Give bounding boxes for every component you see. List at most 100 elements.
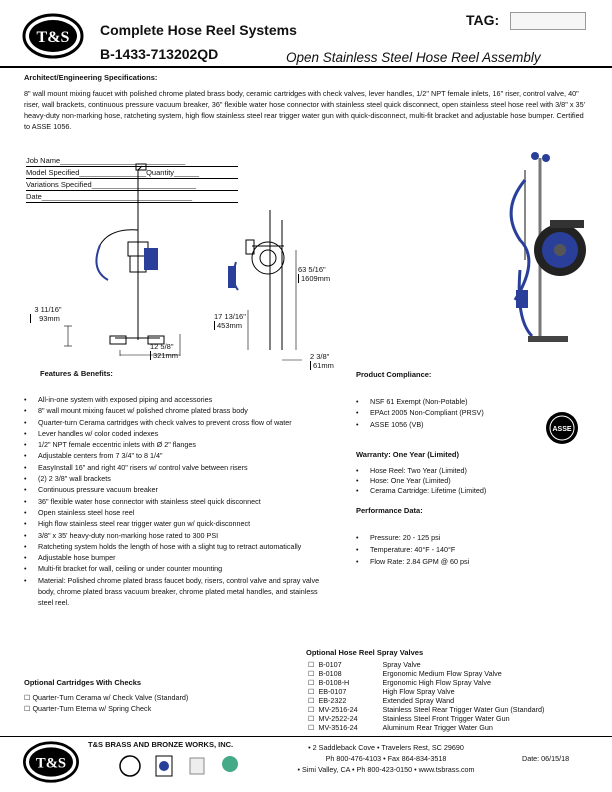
checkbox-icon[interactable]: ☐ <box>308 696 315 705</box>
footer-rule <box>0 736 612 737</box>
features-heading: Features & Benefits: <box>40 369 113 378</box>
cartridges-list: ☐ Quarter-Turn Cerama w/ Check Valve (St… <box>24 693 284 714</box>
model-specified-field[interactable]: Model Specified________________Quantity_… <box>26 167 238 179</box>
cartridge-label: Quarter-Turn Eterna w/ Spring Check <box>32 703 152 713</box>
compliance-list: NSF 61 Exempt (Non-Potable)EPAct 2005 No… <box>356 396 556 430</box>
valve-part-number: B-0107 <box>318 660 342 669</box>
valve-row[interactable]: ☐MV-2516-24 Stainless Steel Rear Trigger … <box>306 705 546 714</box>
valve-description: Stainless Steel Rear Trigger Water Gun (… <box>382 705 545 714</box>
dim-height: 63 5/16" 1609mm <box>298 265 338 283</box>
product-render <box>509 152 586 342</box>
phone-line-1: Ph 800-476-4103 • Fax 864-834-3518 <box>325 754 447 763</box>
cartridge-option[interactable]: ☐ Quarter-Turn Eterna w/ Spring Check <box>24 704 284 715</box>
checkbox-icon[interactable]: ☐ <box>308 678 315 687</box>
list-item: Temperature: 40°F - 140°F <box>356 544 576 556</box>
cartridge-option[interactable]: ☐ Quarter-Turn Cerama w/ Check Valve (St… <box>24 693 284 704</box>
asse-badge-text: ASSE <box>552 426 571 433</box>
valve-row[interactable]: ☐B-0108-H Ergonomic High Flow Spray Valve <box>306 678 546 687</box>
dim-mm: 1609mm <box>298 274 338 283</box>
dim-mm: 93mm <box>30 314 66 323</box>
valve-row[interactable]: ☐EB-0107 High Flow Spray Valve <box>306 687 546 696</box>
valve-part-number: MV-3516-24 <box>318 723 358 732</box>
date-field[interactable]: Date____________________________________ <box>26 191 238 203</box>
cartridges-heading: Optional Cartridges With Checks <box>24 678 142 687</box>
list-item: Ratcheting system holds the length of ho… <box>24 541 330 553</box>
performance-list: Pressure: 20 - 125 psiTemperature: 40°F … <box>356 532 576 568</box>
checkbox-icon[interactable]: ☐ <box>308 660 315 669</box>
list-item: All-in-one system with exposed piping an… <box>24 394 330 406</box>
checkbox-icon[interactable]: ☐ <box>24 703 33 713</box>
list-item: (2) 2 3/8" wall brackets <box>24 473 330 485</box>
page-subtitle: Open Stainless Steel Hose Reel Assembly <box>286 50 541 65</box>
list-item: Adjustable hose bumper <box>24 552 330 564</box>
list-item: Flow Rate: 2.84 GPM @ 60 psi <box>356 556 576 568</box>
performance-heading: Performance Data: <box>356 506 423 515</box>
list-item: Quarter-turn Cerama cartridges with chec… <box>24 417 330 429</box>
specs-heading: Architect/Engineering Specifications: <box>24 73 158 82</box>
valve-description: High Flow Spray Valve <box>382 687 455 696</box>
footer-logo: T&S <box>23 741 79 783</box>
valve-description: Ergonomic Medium Flow Spray Valve <box>382 669 502 678</box>
valve-row[interactable]: ☐MV-2522-24 Stainless Steel Front Trigger… <box>306 714 546 723</box>
warranty-list: Hose Reel: Two Year (Limited)Hose: One Y… <box>356 466 576 496</box>
list-item: Hose: One Year (Limited) <box>356 476 576 486</box>
dim-wall-bracket: 3 11/16" 93mm <box>30 305 66 323</box>
list-item: ASSE 1056 (VB) <box>356 419 556 431</box>
list-item: NSF 61 Exempt (Non-Potable) <box>356 396 556 408</box>
valves-heading: Optional Hose Reel Spray Valves <box>306 648 424 657</box>
checkbox-icon[interactable]: ☐ <box>308 714 315 723</box>
checkbox-icon[interactable]: ☐ <box>24 693 33 702</box>
features-list: All-in-one system with exposed piping an… <box>24 394 330 609</box>
dim-depth: 2 3/8" 61mm <box>310 352 344 370</box>
gear-icon <box>119 755 141 777</box>
checkbox-icon[interactable]: ☐ <box>308 687 315 696</box>
dim-riser: 17 13/16" 453mm <box>214 312 258 330</box>
cartridge-label: Quarter-Turn Cerama w/ Check Valve (Stan… <box>32 693 189 702</box>
list-item: Open stainless steel hose reel <box>24 507 330 519</box>
list-item: Lever handles w/ color coded indexes <box>24 428 330 440</box>
valve-part-number: EB-2322 <box>318 696 347 705</box>
list-item: EPAct 2005 Non-Compliant (PRSV) <box>356 407 556 419</box>
technical-drawing <box>64 152 586 361</box>
specs-text: 8" wall mount mixing faucet with polishe… <box>24 89 586 131</box>
valve-description: Ergonomic High Flow Spray Valve <box>382 678 491 687</box>
dim-centers: 12 5/8" 321mm <box>150 342 190 360</box>
company-name: T&S BRASS AND BRONZE WORKS, INC. <box>88 740 234 749</box>
doc-date: Date: 06/15/18 <box>522 754 570 763</box>
page-title: Complete Hose Reel Systems <box>100 22 297 38</box>
valve-part-number: B-0108-H <box>318 678 350 687</box>
job-name-field[interactable]: Job Name______________________________ <box>26 155 238 167</box>
dim-text: 63 5/16" <box>298 265 326 274</box>
dim-mm: 453mm <box>214 321 258 330</box>
checkbox-icon[interactable]: ☐ <box>308 669 315 678</box>
address-line-2: • Simi Valley, CA • Ph 800-423-0150 • ww… <box>297 765 475 774</box>
list-item: 8" wall mount mixing faucet w/ polished … <box>24 405 330 417</box>
address-block: • 2 Saddleback Cove • Travelers Rest, SC… <box>276 742 496 775</box>
checkbox-icon[interactable]: ☐ <box>308 723 315 732</box>
valve-part-number: MV-2522-24 <box>318 714 358 723</box>
model-number: B-1433-713202QD <box>100 46 219 62</box>
job-form: Job Name______________________________ M… <box>26 155 238 203</box>
checkbox-icon[interactable]: ☐ <box>308 705 315 714</box>
list-item: Cerama Cartridge: Lifetime (Limited) <box>356 486 576 496</box>
warranty-heading: Warranty: One Year (Limited) <box>356 450 459 459</box>
water-icon <box>222 756 238 772</box>
valve-description: Stainless Steel Front Trigger Water Gun <box>382 714 510 723</box>
valve-part-number: MV-2516-24 <box>318 705 358 714</box>
header-rule <box>0 66 612 68</box>
footer-logo-text: T&S <box>36 756 66 772</box>
dim-mm: 61mm <box>310 361 344 370</box>
address-line-1: • 2 Saddleback Cove • Travelers Rest, SC… <box>308 743 464 752</box>
valve-part-number: EB-0107 <box>318 687 347 696</box>
front-hose <box>95 244 109 281</box>
list-item: Hose Reel: Two Year (Limited) <box>356 466 576 476</box>
variations-field[interactable]: Variations Specified____________________… <box>26 179 238 191</box>
list-item: Multi-fit bracket for wall, ceiling or u… <box>24 563 330 575</box>
tag-input[interactable] <box>510 12 586 30</box>
side-view <box>245 210 285 350</box>
